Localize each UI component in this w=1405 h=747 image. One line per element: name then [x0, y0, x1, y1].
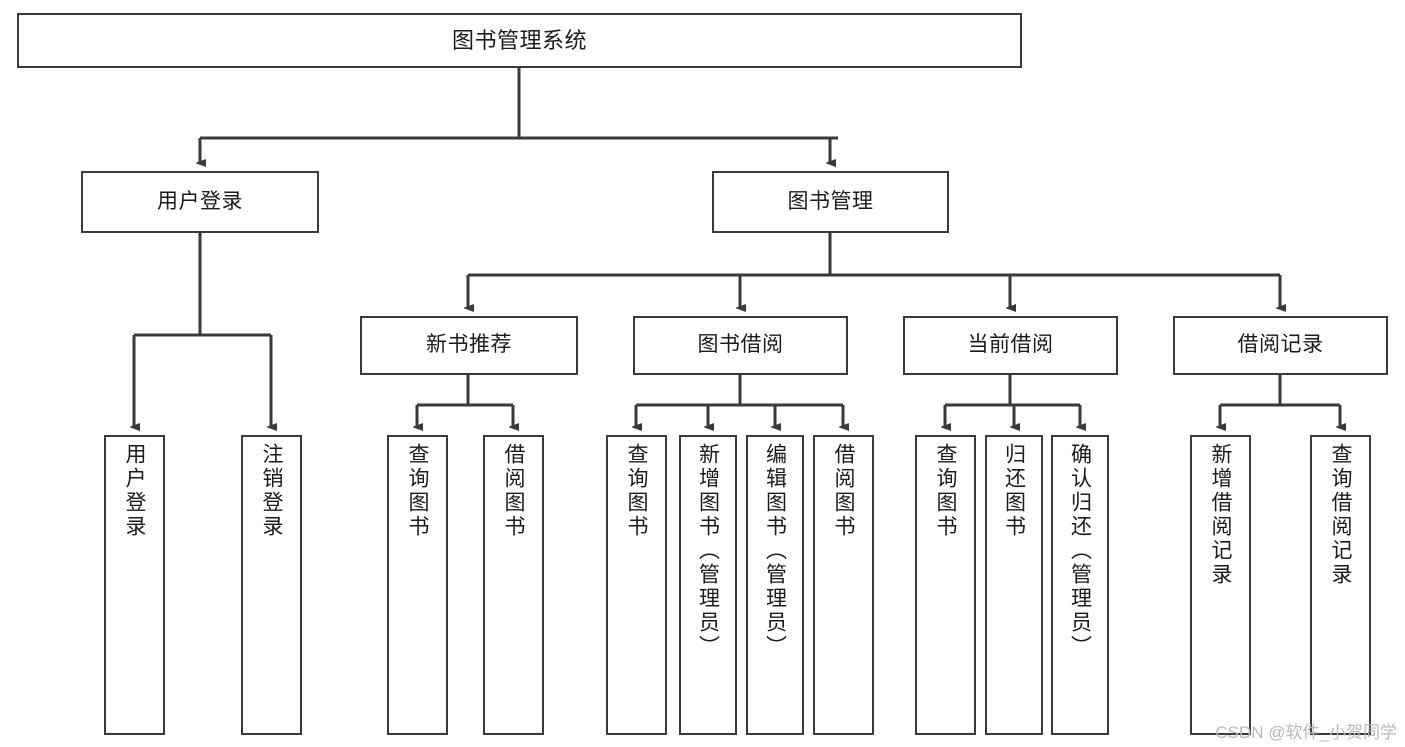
node-label: 新增图书（管理员）	[696, 443, 720, 659]
node-borrow-record[interactable]: 借阅记录	[1173, 316, 1388, 375]
node-label: 借阅记录	[1237, 333, 1324, 357]
node-leaf-confirm-return[interactable]: 确认归还（管理员）	[1051, 435, 1109, 735]
node-leaf-query-book-1[interactable]: 查询图书	[387, 435, 448, 735]
node-label: 用户登录	[157, 189, 243, 213]
node-leaf-user-logout[interactable]: 注销登录	[241, 435, 302, 735]
node-label: 查询借阅记录	[1329, 443, 1352, 587]
node-label: 编辑图书（管理员）	[763, 443, 787, 659]
node-new-book-rec[interactable]: 新书推荐	[360, 316, 578, 375]
node-root-system[interactable]: 图书管理系统	[17, 13, 1022, 68]
node-leaf-query-book-3[interactable]: 查询图书	[915, 435, 976, 735]
node-leaf-add-book[interactable]: 新增图书（管理员）	[679, 435, 737, 735]
node-label: 图书借阅	[697, 333, 784, 357]
node-label: 新增借阅记录	[1209, 443, 1232, 587]
node-leaf-query-record[interactable]: 查询借阅记录	[1310, 435, 1371, 735]
node-leaf-add-record[interactable]: 新增借阅记录	[1190, 435, 1251, 735]
node-label: 借阅图书	[832, 443, 855, 539]
node-label: 图书管理	[787, 189, 874, 213]
node-current-borrow[interactable]: 当前借阅	[903, 316, 1118, 375]
node-label: 借阅图书	[502, 443, 525, 539]
node-leaf-return-book[interactable]: 归还图书	[985, 435, 1043, 735]
node-user-login[interactable]: 用户登录	[81, 171, 319, 233]
node-label: 确认归还（管理员）	[1068, 443, 1092, 659]
node-label: 用户登录	[123, 443, 146, 539]
csdn-watermark: CSDN @软件_小贺同学	[1215, 723, 1397, 742]
node-label: 查询图书	[625, 443, 648, 539]
node-label: 当前借阅	[967, 333, 1054, 357]
node-label: 查询图书	[934, 443, 957, 539]
node-leaf-borrow-book-1[interactable]: 借阅图书	[483, 435, 544, 735]
node-label: 归还图书	[1002, 443, 1026, 539]
node-leaf-borrow-book-2[interactable]: 借阅图书	[813, 435, 874, 735]
node-leaf-query-book-2[interactable]: 查询图书	[606, 435, 667, 735]
node-label: 图书管理系统	[451, 27, 587, 53]
node-book-manage[interactable]: 图书管理	[712, 171, 949, 233]
node-label: 新书推荐	[426, 333, 512, 357]
node-leaf-edit-book[interactable]: 编辑图书（管理员）	[746, 435, 804, 735]
node-label: 注销登录	[260, 443, 283, 539]
node-leaf-user-login[interactable]: 用户登录	[104, 435, 165, 735]
node-label: 查询图书	[406, 443, 429, 539]
node-book-borrow[interactable]: 图书借阅	[633, 316, 848, 375]
